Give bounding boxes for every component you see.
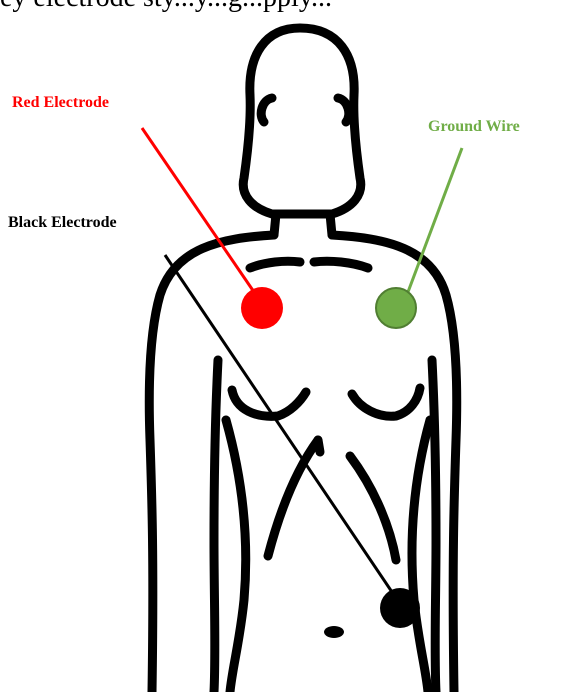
navel [324,626,344,638]
black-electrode-label: Black Electrode [8,214,148,244]
ground-electrode [376,288,416,328]
ground-wire-label: Ground Wire [428,118,520,136]
red-electrode-label: Red Electrode [12,94,109,112]
red-leader-line [142,128,254,292]
red-electrode [241,287,283,329]
black-electrode [380,588,420,628]
